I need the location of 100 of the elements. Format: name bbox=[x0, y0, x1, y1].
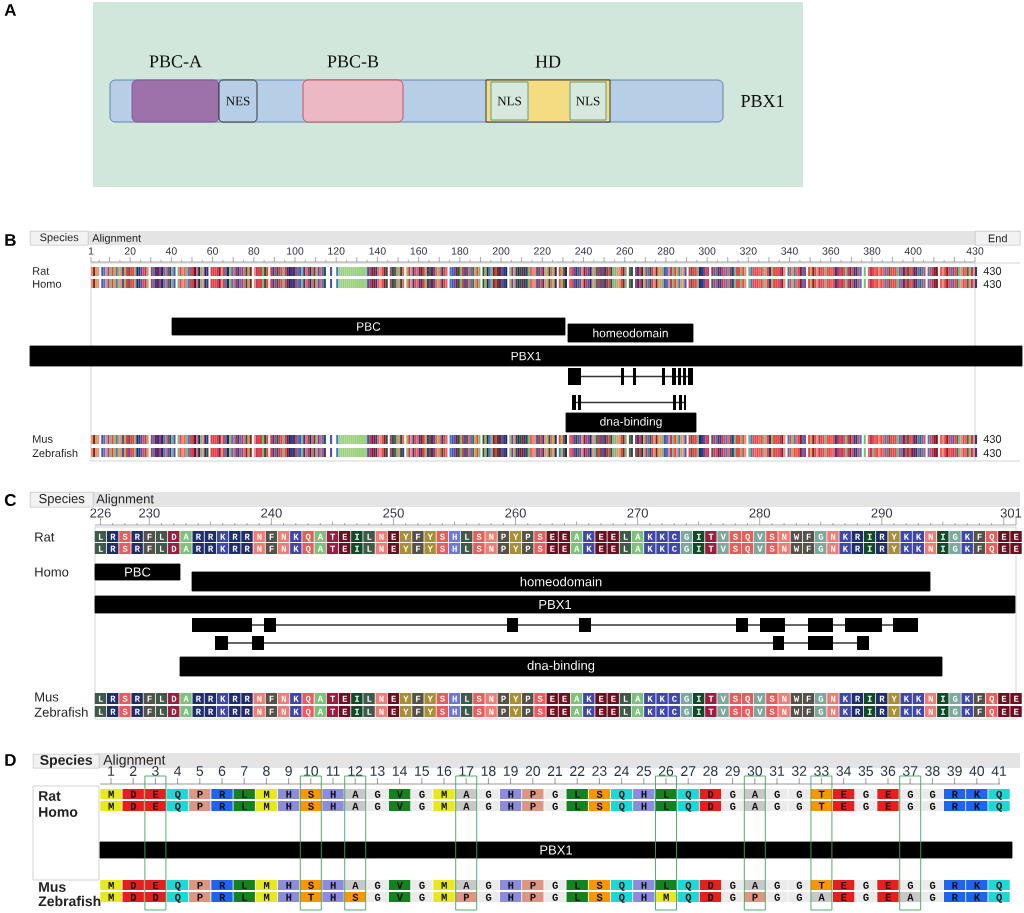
axis-tick-label: 33 bbox=[814, 766, 829, 776]
sequence-length: 430 bbox=[983, 280, 1002, 288]
axis-tick-label: 140 bbox=[369, 247, 386, 255]
axis-tick-label: 301 bbox=[1000, 508, 1022, 518]
axis-tick-label: 250 bbox=[383, 508, 404, 518]
axis-tick-label: 35 bbox=[858, 766, 873, 776]
axis-tick-label: 20 bbox=[124, 247, 136, 255]
species-label: Zebrafish bbox=[38, 895, 101, 907]
axis-tick-label: 180 bbox=[451, 247, 469, 255]
axis-tick-label: 27 bbox=[681, 766, 696, 776]
axis-tick-label: 31 bbox=[769, 766, 785, 776]
sequence-row: M D E Q P R L M H S H A G V G M A G H P G L S Q H L Q D G A G G T E G E G G R K Q bbox=[100, 789, 1010, 800]
axis-tick-label: 260 bbox=[505, 508, 526, 518]
axis-tick-label: 23 bbox=[592, 766, 607, 776]
axis-tick-label: 28 bbox=[703, 766, 718, 776]
species-label: Zebrafish bbox=[32, 448, 78, 458]
species-label: Homo bbox=[35, 567, 69, 577]
feature-bar: dna-binding bbox=[179, 656, 943, 677]
axis-tick-label: 220 bbox=[534, 247, 551, 255]
domain-box: PBC-B bbox=[302, 55, 404, 123]
domain-box: PBC-A bbox=[131, 55, 220, 123]
axis-tick-label: 230 bbox=[139, 508, 160, 518]
axis-tick-label: 39 bbox=[947, 766, 962, 776]
column-header: Species bbox=[33, 754, 100, 769]
column-header: Alignment bbox=[96, 493, 154, 507]
axis-tick-label: 260 bbox=[616, 247, 634, 255]
axis-tick-label: 240 bbox=[261, 508, 282, 518]
column-header: Species bbox=[30, 492, 94, 508]
species-label: Zebrafish bbox=[34, 707, 88, 717]
axis-tick-label: 2 bbox=[130, 766, 137, 776]
species-label: Mus bbox=[35, 692, 59, 702]
axis-tick-label: 40 bbox=[165, 247, 177, 255]
axis-tick-label: 60 bbox=[207, 247, 218, 255]
axis-tick-label: 29 bbox=[725, 766, 740, 776]
feature-bar: homeodomain bbox=[567, 323, 694, 343]
axis-tick-label: 380 bbox=[863, 247, 881, 255]
signal-box: NLS bbox=[569, 81, 607, 121]
axis-tick-label: 1 bbox=[88, 247, 94, 255]
panel-letter: A bbox=[4, 4, 17, 16]
axis-tick-label: 8 bbox=[263, 766, 270, 776]
species-label: Mus bbox=[39, 882, 66, 892]
axis-tick-label: 300 bbox=[698, 247, 716, 255]
node-label: PBC-A bbox=[149, 55, 202, 68]
panel-letter: D bbox=[5, 754, 16, 766]
axis-tick-label: 10 bbox=[304, 766, 319, 776]
sequence-row: M D D Q P R L M H T H S G V G M P G H P G L S Q H M Q D G P G G A E G E A G R K Q bbox=[100, 892, 1010, 903]
axis-tick-label: 30 bbox=[747, 766, 763, 776]
axis-tick-label: 21 bbox=[547, 766, 563, 776]
species-label: Rat bbox=[39, 791, 61, 801]
axis-tick-label: 3 bbox=[152, 766, 159, 776]
node-label: PBX1 bbox=[741, 95, 784, 107]
panel-letter: C bbox=[4, 494, 16, 507]
axis-tick-label: 12 bbox=[348, 766, 363, 776]
axis-tick-label: 400 bbox=[904, 247, 922, 255]
sequence-row: L R S R F L D A R R K R R N F N K Q A T E I L N E Y F Y S H L S N P Y P S E E A K E E L A K K C G I T V S Q V S N W F G N K R I R Y K K N I G K F Q E E bbox=[94, 531, 1022, 542]
axis-tick-label: 100 bbox=[287, 247, 304, 255]
axis-tick-label: 36 bbox=[880, 766, 896, 776]
axis-tick-label: 270 bbox=[627, 508, 648, 518]
axis-tick-label: 120 bbox=[328, 247, 345, 255]
feature-bar: PBX1 bbox=[94, 595, 1016, 614]
sequence-length: 430 bbox=[983, 435, 1002, 443]
species-label: Mus bbox=[33, 435, 53, 443]
axis-tick-label: 9 bbox=[285, 766, 292, 776]
axis-tick-label: 320 bbox=[739, 247, 757, 255]
node-label: PBC-B bbox=[327, 55, 379, 68]
axis-tick-label: 430 bbox=[966, 247, 984, 255]
signal-box: NLS bbox=[490, 81, 529, 121]
axis-tick-label: 80 bbox=[248, 247, 260, 255]
axis-tick-label: 15 bbox=[415, 766, 429, 776]
axis-tick-label: 7 bbox=[241, 766, 248, 776]
axis-tick-label: 200 bbox=[492, 247, 510, 255]
axis-tick-label: 6 bbox=[218, 766, 226, 776]
sequence-row: M D E Q P R L M H S H A G V G M A G H P G L S Q H L Q D G A G G T E G E G G R K Q bbox=[100, 801, 1010, 812]
panel-letter: B bbox=[5, 234, 16, 246]
axis-tick-label: 26 bbox=[658, 766, 674, 776]
species-label: Homo bbox=[39, 807, 78, 817]
sequence-row: M D E Q P R L M H S H A G V G M A G H P G L S Q H L Q D G A G G T E G E G G R K Q bbox=[100, 880, 1010, 891]
column-header: End bbox=[975, 231, 1021, 246]
axis-tick-label: 11 bbox=[326, 766, 340, 776]
column-header: Species bbox=[30, 231, 89, 246]
feature-bar: homeodomain bbox=[191, 571, 931, 592]
sequence-length: 430 bbox=[983, 267, 1002, 275]
axis-tick-label: 17 bbox=[459, 766, 474, 776]
axis-tick-label: 18 bbox=[481, 766, 496, 776]
axis-tick-label: 16 bbox=[437, 766, 452, 776]
sequence-length: 430 bbox=[983, 449, 1002, 457]
axis-tick-label: 32 bbox=[791, 766, 807, 776]
axis-tick-label: 13 bbox=[370, 766, 385, 776]
species-label: Rat bbox=[35, 532, 55, 542]
axis-tick-label: 4 bbox=[174, 766, 182, 776]
feature-bar: dna-binding bbox=[565, 412, 697, 433]
axis-tick-label: 37 bbox=[902, 766, 918, 776]
species-label: Rat bbox=[33, 267, 50, 275]
axis-tick-label: 280 bbox=[657, 247, 675, 255]
axis-tick-label: 226 bbox=[90, 508, 111, 518]
column-header: Alignment bbox=[103, 754, 166, 768]
axis-tick-label: 24 bbox=[614, 766, 629, 776]
axis-tick-label: 290 bbox=[871, 508, 893, 518]
sequence-row: L R S R F L D A R R K R R N F N K Q A T E I L N E Y F Y S H L S N P Y P S E E A K E E L A K K C G I T V S Q V S N W F G N K R I R Y K K N I G K F Q E E bbox=[94, 693, 1022, 704]
axis-tick-label: 340 bbox=[781, 247, 798, 255]
